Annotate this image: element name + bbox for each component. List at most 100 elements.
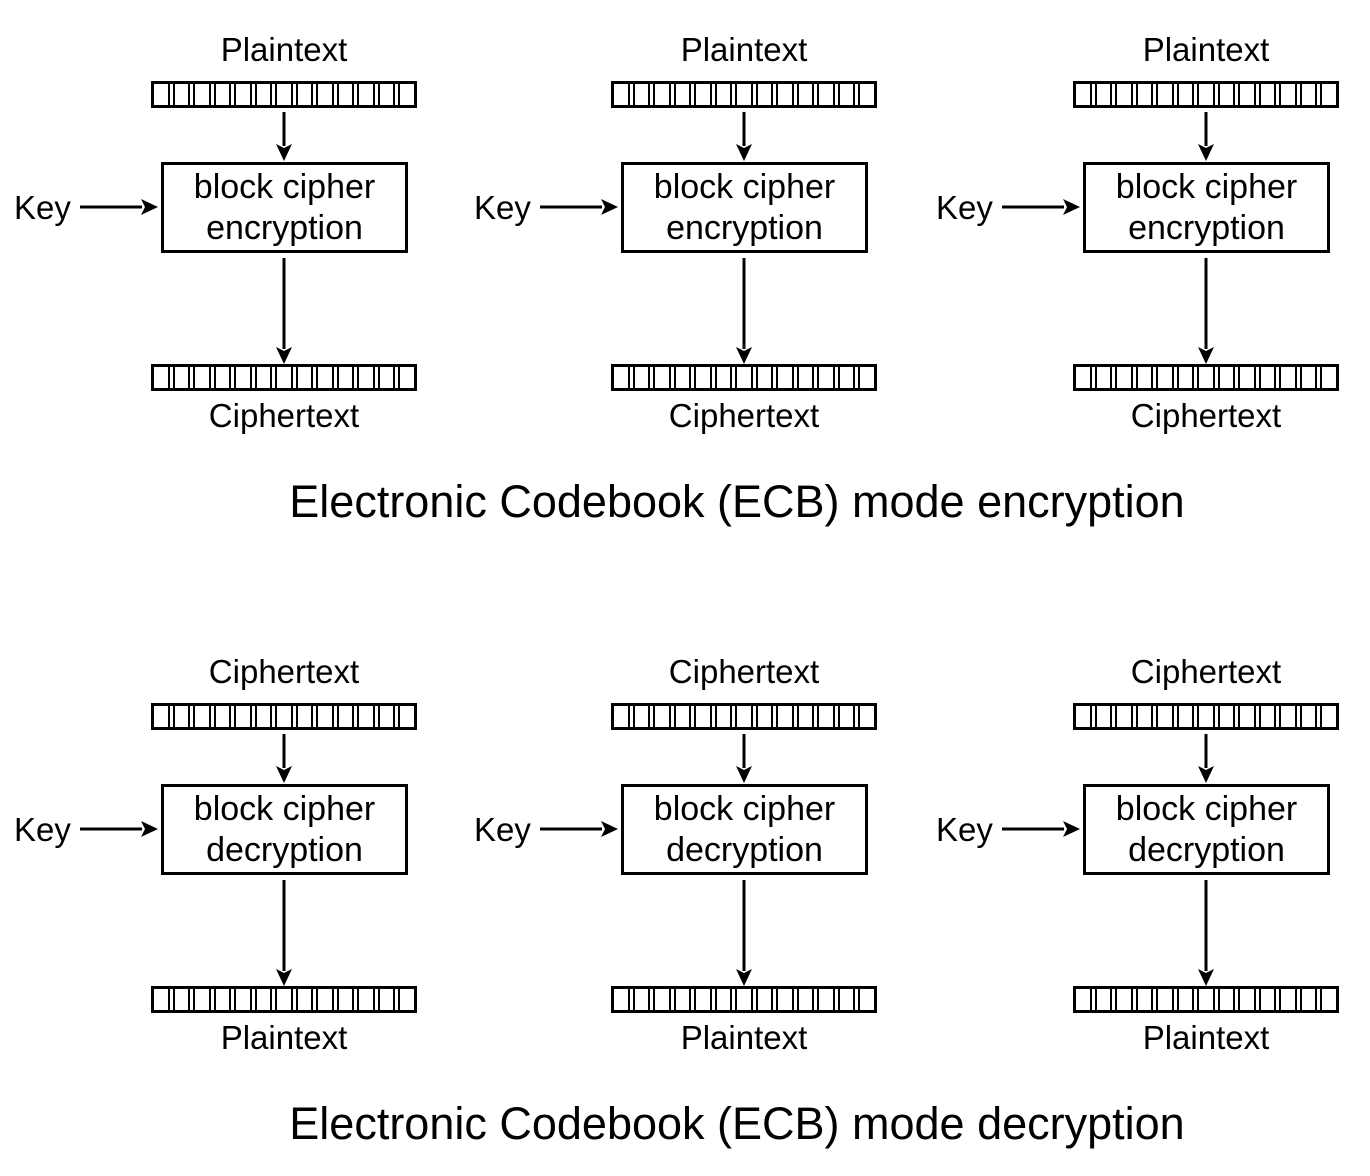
bar-cell	[735, 989, 753, 1010]
output-block-label: Plaintext	[220, 1019, 348, 1056]
bar-cell	[154, 989, 170, 1010]
bar-cell	[377, 367, 396, 388]
down-arrow-icon	[736, 880, 752, 986]
bar-cell	[858, 706, 874, 727]
bar-cell	[295, 706, 314, 727]
down-arrow-icon	[276, 734, 292, 783]
bar-cell	[1094, 706, 1113, 727]
bar-cell	[1320, 706, 1336, 727]
bar-cell	[1279, 84, 1297, 105]
bar-cell	[796, 706, 815, 727]
bar-cell	[1135, 84, 1154, 105]
bar-cell	[837, 706, 856, 727]
block-cipher-label-line2: decryption	[666, 830, 823, 869]
bar-cell	[694, 989, 712, 1010]
bar-cell	[837, 367, 856, 388]
bar-cell	[1299, 84, 1318, 105]
bar-cell	[1279, 367, 1297, 388]
bar-cell	[755, 706, 774, 727]
down-arrow-icon	[736, 734, 752, 783]
bar-cell	[193, 706, 211, 727]
bar-cell	[817, 706, 835, 727]
bar-cell	[755, 367, 774, 388]
bar-cell	[377, 706, 396, 727]
bar-cell	[1217, 367, 1236, 388]
bar-cell	[1238, 989, 1256, 1010]
bar-cell	[275, 367, 293, 388]
bar-cell	[1217, 706, 1236, 727]
bar-cell	[234, 706, 252, 727]
bar-cell	[1094, 84, 1113, 105]
bar-cell	[1156, 706, 1174, 727]
bar-cell	[154, 84, 170, 105]
bar-cell	[336, 367, 355, 388]
block-cipher-box: block cipher encryption	[1083, 162, 1330, 253]
block-cipher-box: block cipher decryption	[1083, 784, 1330, 875]
bar-cell	[234, 367, 252, 388]
block-cipher-label-line2: encryption	[666, 208, 823, 247]
bar-cell	[632, 367, 651, 388]
bar-cell	[714, 84, 733, 105]
bar-cell	[1217, 989, 1236, 1010]
output-block-label: Ciphertext	[1130, 397, 1282, 434]
bar-cell	[213, 989, 232, 1010]
block-cipher-label-line2: decryption	[1128, 830, 1285, 869]
bar-cell	[1176, 84, 1195, 105]
bar-cell	[275, 706, 293, 727]
bar-cell	[234, 84, 252, 105]
input-data-block	[151, 81, 417, 108]
bar-cell	[1197, 367, 1215, 388]
bar-cell	[1197, 84, 1215, 105]
encryption-caption: Electronic Codebook (ECB) mode encryptio…	[289, 476, 1185, 527]
bar-cell	[1320, 367, 1336, 388]
bar-cell	[275, 84, 293, 105]
bar-cell	[172, 706, 191, 727]
bar-cell	[295, 367, 314, 388]
key-label: Key	[14, 189, 71, 226]
bar-cell	[614, 989, 630, 1010]
down-arrow-icon	[276, 880, 292, 986]
bar-cell	[1238, 84, 1256, 105]
bar-cell	[653, 84, 671, 105]
decryption-section: Ciphertext Key block cipher decryption P…	[0, 622, 1370, 1176]
bar-cell	[1094, 367, 1113, 388]
bar-cell	[398, 989, 414, 1010]
bar-cell	[796, 989, 815, 1010]
bar-cell	[1197, 989, 1215, 1010]
key-label: Key	[14, 811, 71, 848]
output-data-block	[151, 364, 417, 391]
bar-cell	[714, 706, 733, 727]
bar-cell	[398, 84, 414, 105]
bar-cell	[357, 367, 375, 388]
bar-cell	[614, 84, 630, 105]
bar-cell	[1176, 706, 1195, 727]
bar-cell	[1217, 84, 1236, 105]
down-arrow-icon	[1198, 258, 1214, 364]
block-cipher-label-line2: encryption	[1128, 208, 1285, 247]
cipher-unit: Plaintext Key block cipher encryption Ci…	[936, 0, 1356, 560]
block-cipher-label-line1: block cipher	[653, 167, 836, 206]
bar-cell	[193, 84, 211, 105]
bar-cell	[172, 84, 191, 105]
input-block-label: Ciphertext	[1130, 653, 1282, 690]
block-cipher-box: block cipher encryption	[621, 162, 868, 253]
key-arrow-icon	[80, 821, 158, 837]
bar-cell	[1115, 367, 1133, 388]
decryption-units-row: Ciphertext Key block cipher decryption P…	[0, 622, 1370, 1176]
bar-cell	[1176, 367, 1195, 388]
bar-cell	[295, 84, 314, 105]
bar-cell	[213, 706, 232, 727]
bar-cell	[694, 84, 712, 105]
encryption-units-row: Plaintext Key block cipher encryption Ci…	[0, 0, 1370, 560]
bar-cell	[172, 989, 191, 1010]
input-data-block	[151, 703, 417, 730]
bar-cell	[858, 367, 874, 388]
output-data-block	[611, 986, 877, 1013]
output-block-label: Ciphertext	[668, 397, 820, 434]
bar-cell	[1135, 367, 1154, 388]
bar-cell	[614, 367, 630, 388]
bar-cell	[1076, 706, 1092, 727]
bar-cell	[714, 367, 733, 388]
block-cipher-label-line2: decryption	[206, 830, 363, 869]
output-block-label: Ciphertext	[208, 397, 360, 434]
